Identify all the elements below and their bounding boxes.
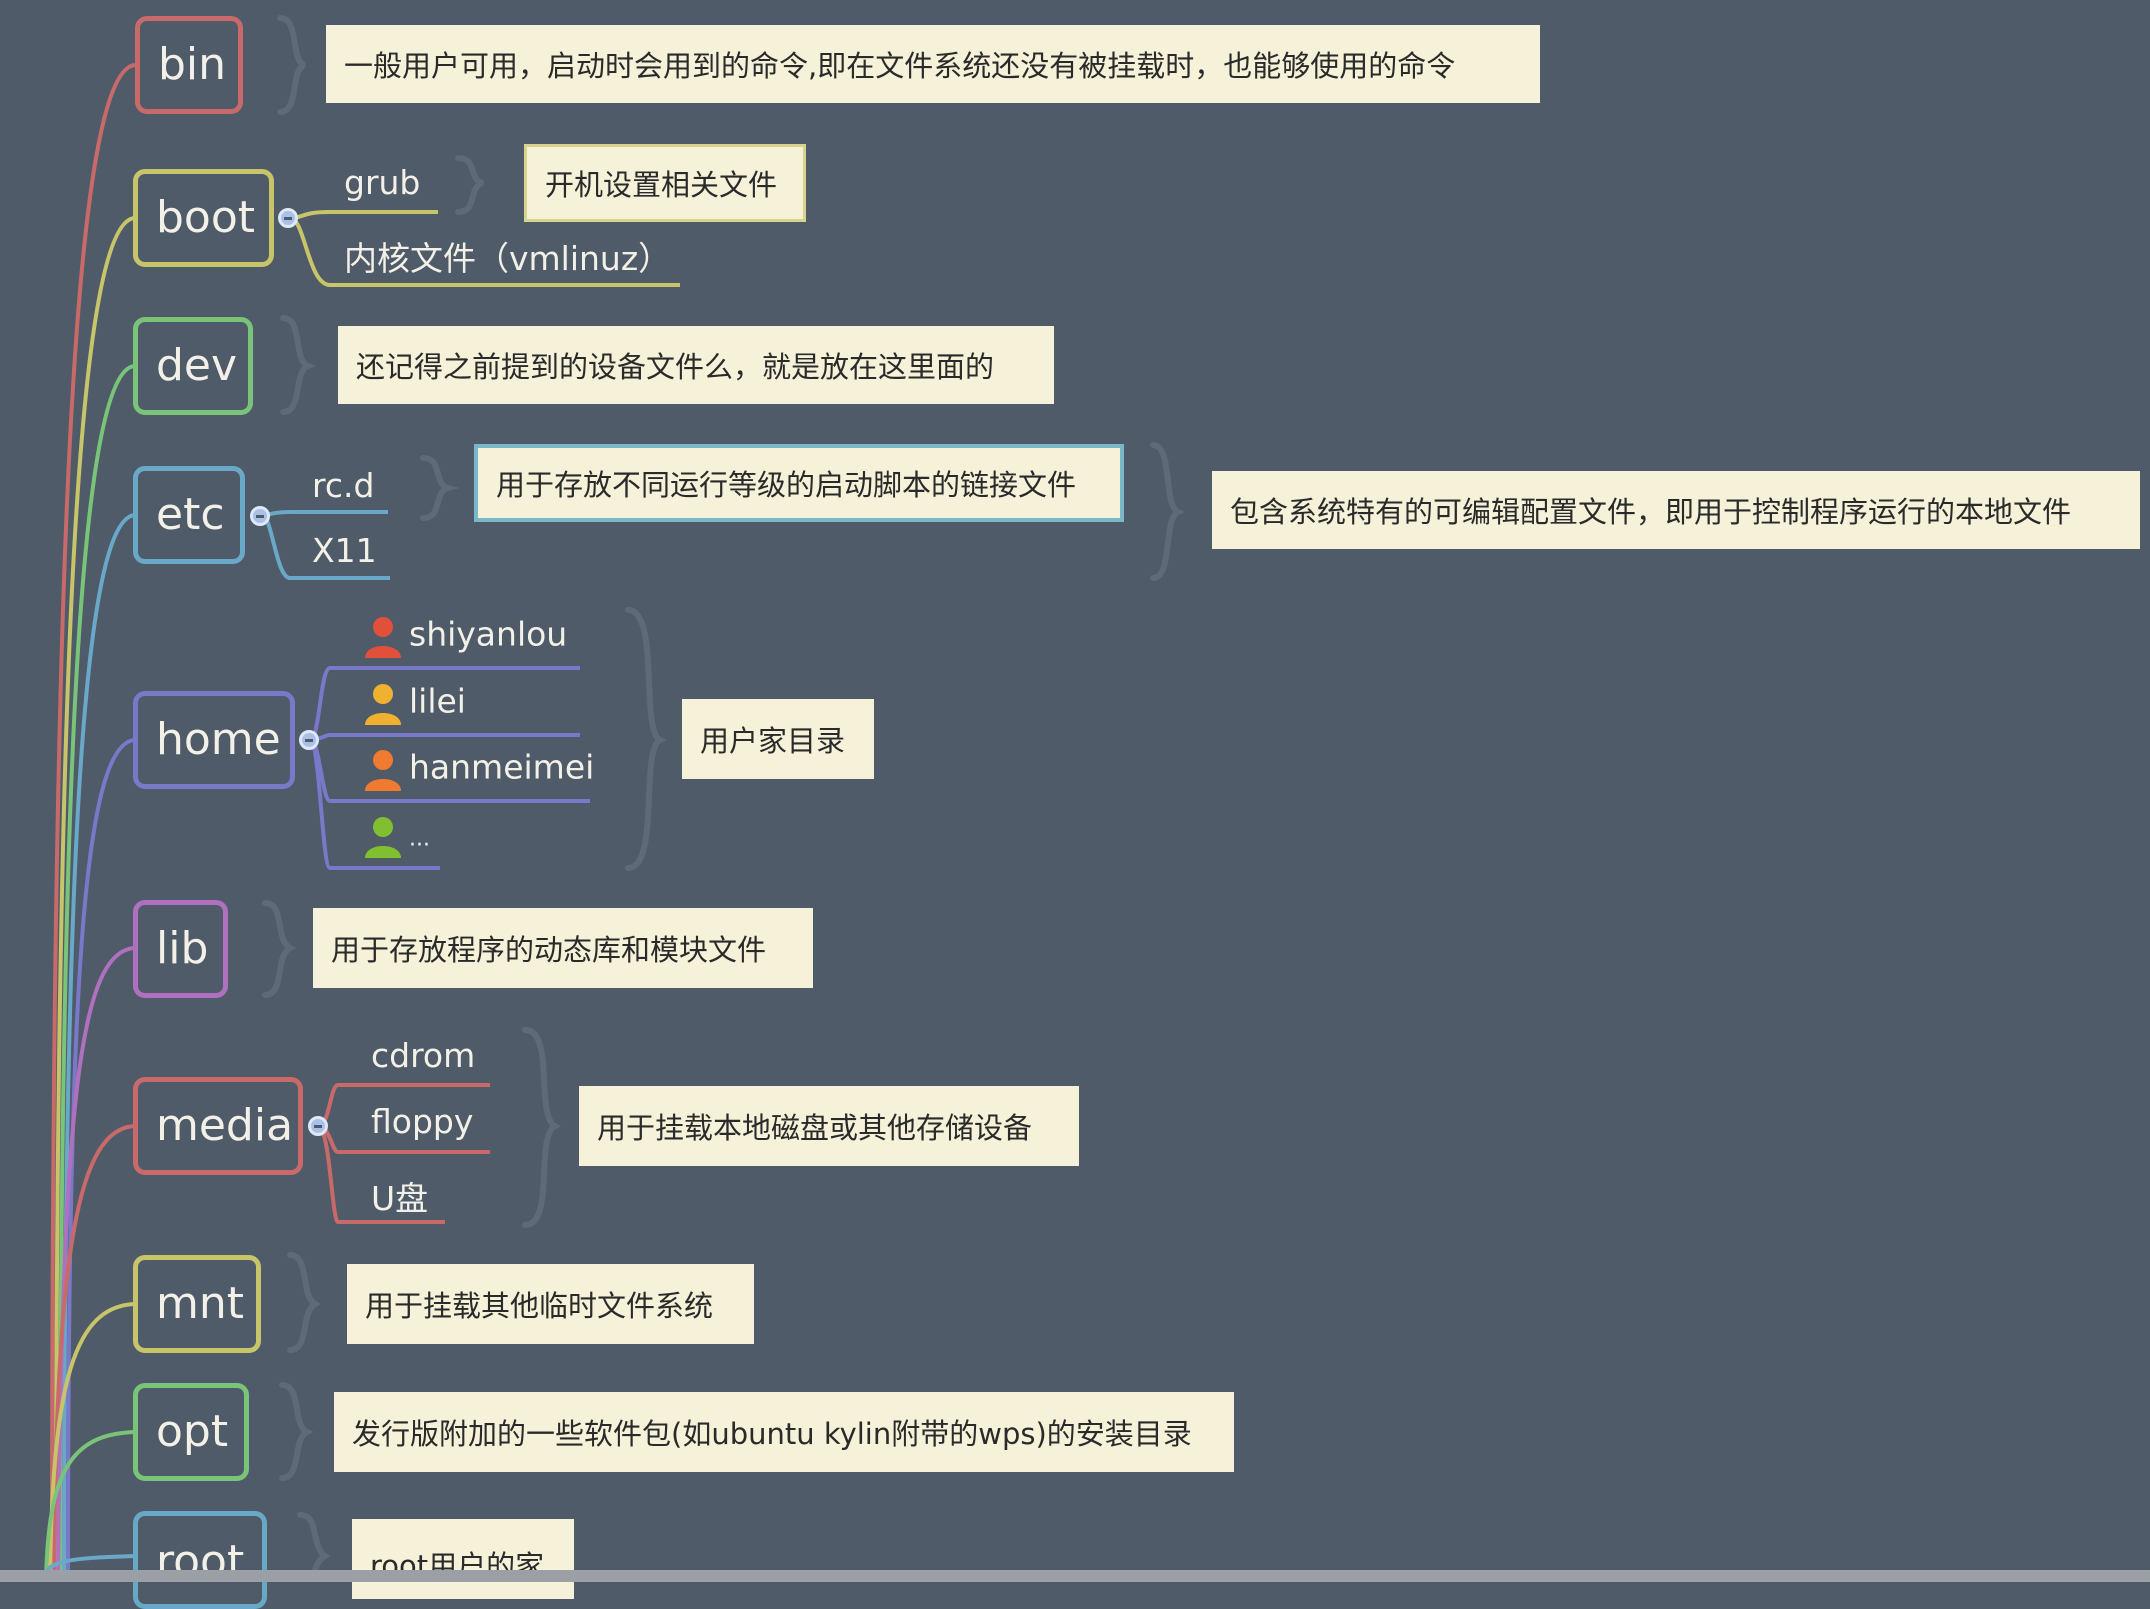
note-lib: 用于存放程序的动态库和模块文件 <box>313 908 813 988</box>
note-opt: 发行版附加的一些软件包(如ubuntu kylin附带的wps)的安装目录 <box>334 1392 1234 1472</box>
collapse-toggle-boot[interactable] <box>278 208 298 228</box>
bottom-edge <box>0 1570 2150 1582</box>
collapse-toggle-etc[interactable] <box>250 506 270 526</box>
node-bin-label: bin <box>158 39 227 90</box>
collapse-toggle-home[interactable] <box>299 730 319 750</box>
child-hanmeimei-label: hanmeimei <box>409 747 595 787</box>
child-lilei-label: lilei <box>409 681 466 721</box>
user-icon-orange <box>365 750 401 791</box>
user-icon-red <box>365 617 401 658</box>
node-lib-label: lib <box>156 923 209 974</box>
node-etc[interactable]: etc <box>133 466 245 564</box>
user-icon-yellow <box>365 684 401 725</box>
node-media[interactable]: media <box>133 1077 303 1175</box>
child-cdrom: cdrom <box>371 1036 476 1075</box>
child-usb: U盘 <box>371 1179 429 1218</box>
note-boot-grub: 开机设置相关文件 <box>524 144 806 222</box>
node-mnt[interactable]: mnt <box>133 1255 261 1353</box>
node-dev-label: dev <box>156 340 238 391</box>
collapse-toggle-media[interactable] <box>308 1116 328 1136</box>
node-lib[interactable]: lib <box>133 900 228 998</box>
note-mnt: 用于挂载其他临时文件系统 <box>347 1264 754 1344</box>
note-etc: 包含系统特有的可编辑配置文件，即用于控制程序运行的本地文件 <box>1212 471 2140 549</box>
child-x11: X11 <box>312 531 377 570</box>
node-bin[interactable]: bin <box>135 16 243 114</box>
child-floppy: floppy <box>371 1102 474 1141</box>
child-vmlinuz: 内核文件（vmlinuz） <box>344 239 672 278</box>
node-etc-label: etc <box>156 489 225 540</box>
node-boot-label: boot <box>156 192 256 243</box>
node-home-label: home <box>156 714 281 765</box>
note-dev: 还记得之前提到的设备文件么，就是放在这里面的 <box>338 326 1054 404</box>
node-root[interactable]: root <box>133 1511 267 1609</box>
node-dev[interactable]: dev <box>133 317 253 415</box>
node-opt-label: opt <box>156 1406 229 1457</box>
child-lilei: lilei <box>363 681 466 725</box>
child-hanmeimei: hanmeimei <box>363 747 594 791</box>
note-etc-rcd: 用于存放不同运行等级的启动脚本的链接文件 <box>474 444 1124 522</box>
note-bin: 一般用户可用，启动时会用到的命令,即在文件系统还没有被挂载时，也能够使用的命令 <box>326 25 1540 103</box>
child-more-users-label: ... <box>409 826 430 852</box>
note-media: 用于挂载本地磁盘或其他存储设备 <box>579 1086 1079 1166</box>
child-rcd: rc.d <box>312 466 375 505</box>
node-boot[interactable]: boot <box>133 169 274 267</box>
user-icon-green <box>365 817 401 858</box>
note-home: 用户家目录 <box>682 699 874 779</box>
child-grub: grub <box>344 163 421 202</box>
node-opt[interactable]: opt <box>133 1383 249 1481</box>
child-shiyanlou: shiyanlou <box>363 614 567 658</box>
node-mnt-label: mnt <box>156 1278 244 1329</box>
node-media-label: media <box>156 1100 294 1151</box>
node-home[interactable]: home <box>133 691 295 789</box>
note-root: root用户的家 <box>352 1519 574 1599</box>
child-more-users: ... <box>363 814 430 858</box>
child-shiyanlou-label: shiyanlou <box>409 614 568 654</box>
